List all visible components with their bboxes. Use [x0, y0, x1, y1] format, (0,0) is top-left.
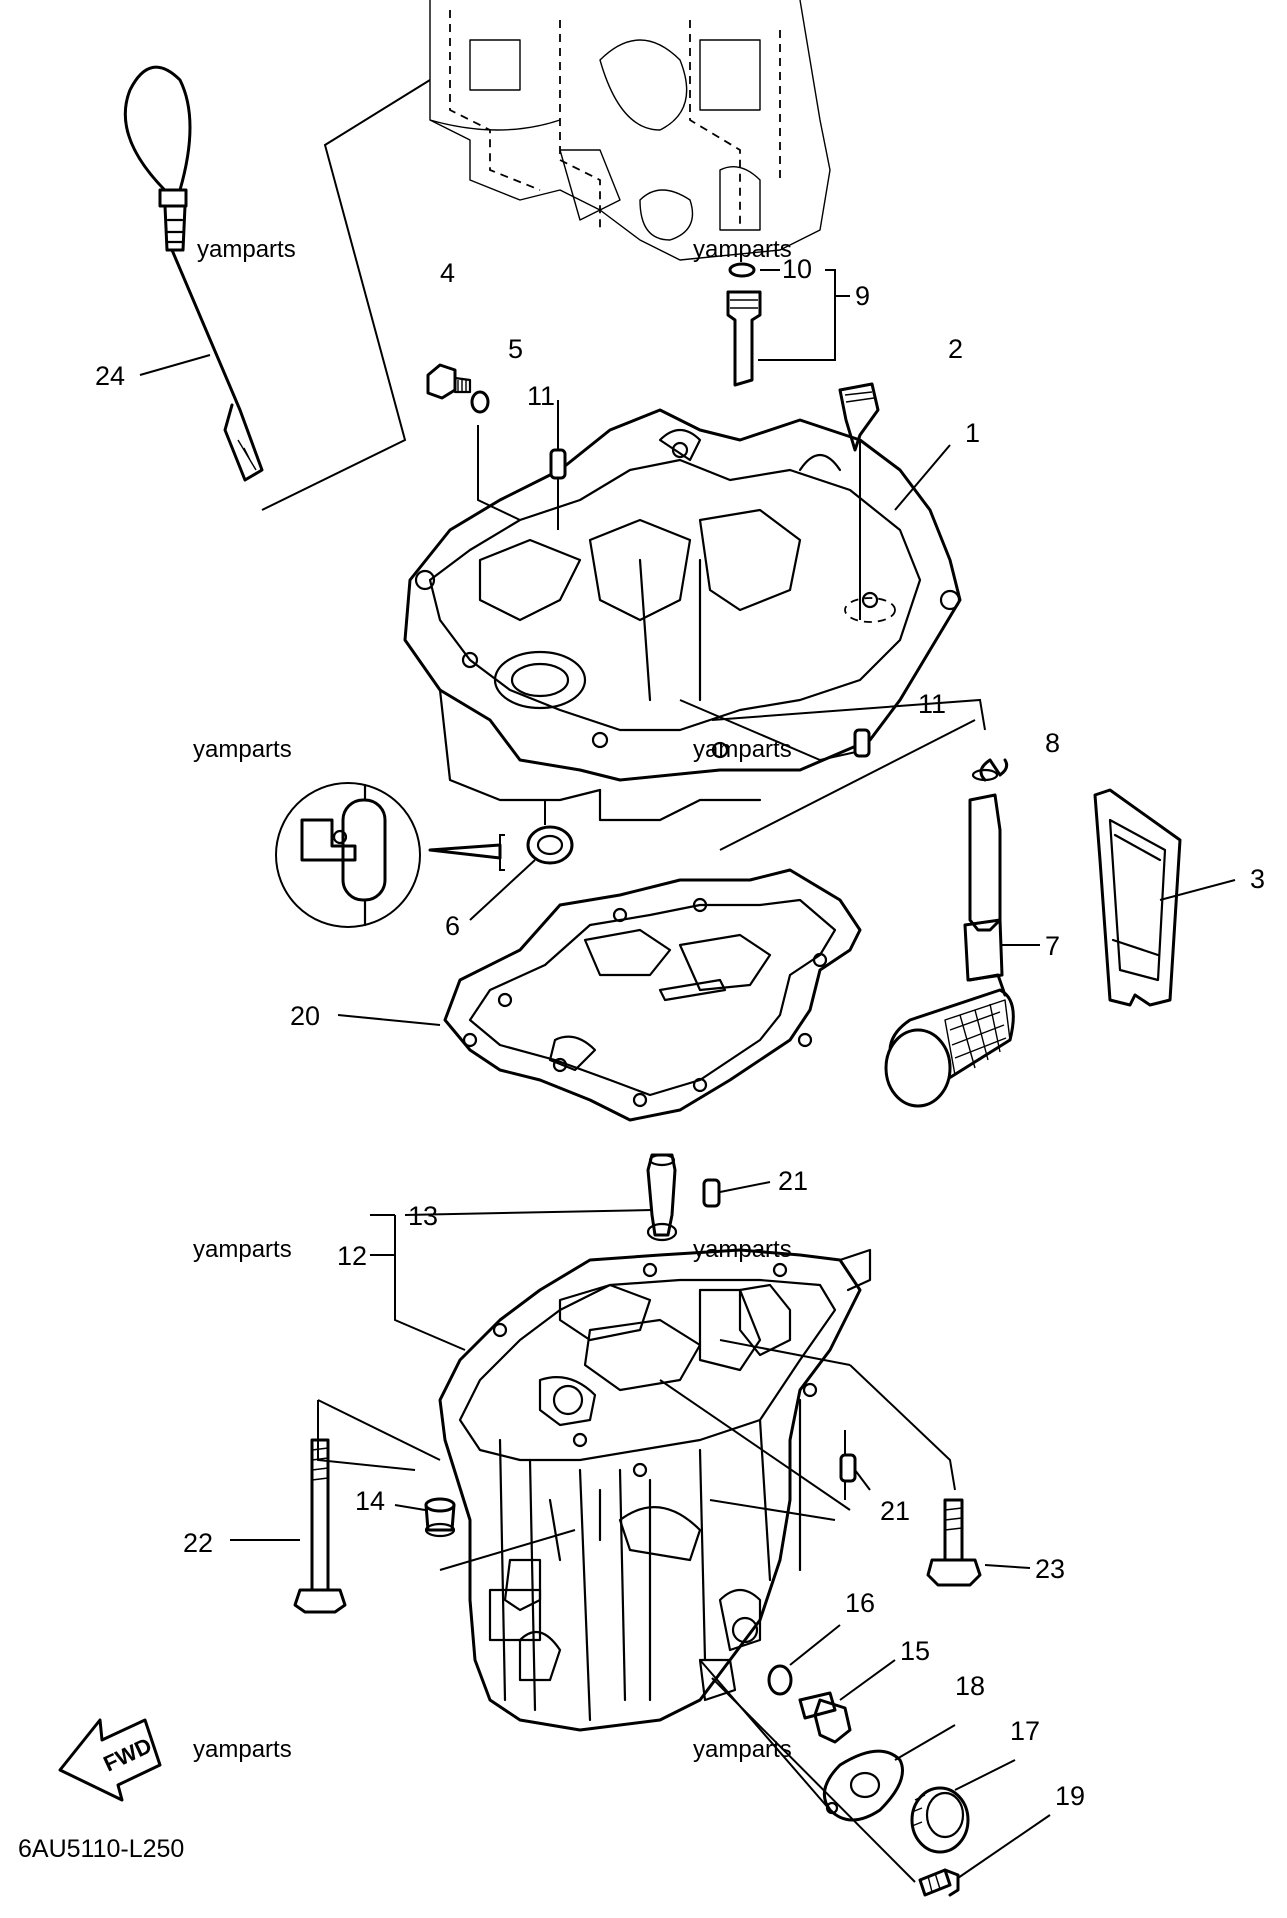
fitting-9: [726, 262, 762, 387]
label-part-3: 3: [1250, 864, 1265, 894]
fwd-arrow-icon: FWD: [58, 1718, 162, 1802]
label-part-12: 12: [337, 1241, 367, 1271]
label-part-17: 17: [1010, 1716, 1040, 1746]
label-part-1: 1: [965, 418, 980, 448]
long-bolt-22: [293, 1438, 347, 1614]
label-part-10: 10: [782, 254, 812, 284]
watermark: yamparts: [197, 236, 296, 263]
seal-detail-callout: [275, 782, 505, 928]
label-part-20: 20: [290, 1001, 320, 1031]
dowel-pin-11-upper: [549, 448, 567, 480]
label-part-4: 4: [440, 258, 455, 288]
short-bolt-23: [926, 1498, 982, 1587]
lower-oil-pan: [438, 1248, 872, 1732]
plate-3: [1093, 788, 1182, 1007]
grommet-14: [424, 1497, 456, 1538]
engine-block-ghost: [429, 0, 831, 261]
clip-8: [979, 758, 1009, 782]
fitting-13: [646, 1153, 678, 1242]
label-part-5: 5: [508, 334, 523, 364]
label-part-18: 18: [955, 1671, 985, 1701]
plug-2: [838, 382, 880, 452]
dowel-pin-11-right: [853, 728, 871, 758]
oil-strainer-7: [884, 793, 1015, 1108]
upper-oil-pan: [403, 408, 962, 822]
label-part-6: 6: [445, 911, 460, 941]
bolt-4: [426, 363, 472, 400]
drain-bolt-15: [798, 1691, 852, 1744]
label-part-9: 9: [855, 281, 870, 311]
label-part-19: 19: [1055, 1781, 1085, 1811]
label-part-23: 23: [1035, 1554, 1065, 1584]
screw-19: [918, 1868, 960, 1897]
oil-seal-6: [526, 825, 574, 865]
part-number-labels: 1 2 3 4 5 6 7 8 9 10 11 11 12 13 14 15 1…: [95, 254, 1265, 1811]
washer-5: [470, 390, 490, 414]
label-part-15: 15: [900, 1636, 930, 1666]
label-part-11-right: 11: [918, 689, 946, 719]
dowel-pin-21-upper: [702, 1178, 721, 1208]
diagram-code: 6AU5110-L250: [18, 1835, 184, 1863]
label-part-7: 7: [1045, 931, 1060, 961]
label-part-22: 22: [183, 1528, 213, 1558]
cover-17: [910, 1786, 970, 1854]
label-part-2: 2: [948, 334, 963, 364]
watermark: yamparts: [193, 736, 292, 763]
watermarks: yamparts yamparts yamparts yamparts yamp…: [193, 236, 792, 1763]
label-part-8: 8: [1045, 728, 1060, 758]
watermark: yamparts: [693, 736, 792, 763]
watermark: yamparts: [193, 1736, 292, 1763]
gasket-18: [822, 1749, 904, 1822]
label-part-11-upper: 11: [527, 381, 555, 411]
gasket-20: [443, 868, 862, 1122]
label-part-13: 13: [408, 1201, 438, 1231]
watermark: yamparts: [693, 1736, 792, 1763]
watermark: yamparts: [193, 1236, 292, 1263]
dipstick: [123, 65, 264, 482]
label-part-14: 14: [355, 1486, 385, 1516]
label-part-24: 24: [95, 361, 125, 391]
label-part-21-upper: 21: [778, 1166, 808, 1196]
label-part-21-lower: 21: [880, 1496, 910, 1526]
label-part-16: 16: [845, 1588, 875, 1618]
watermark: yamparts: [693, 236, 792, 263]
washer-16: [767, 1664, 793, 1696]
dowel-pin-21-lower: [839, 1453, 857, 1483]
watermark: yamparts: [693, 1236, 792, 1263]
